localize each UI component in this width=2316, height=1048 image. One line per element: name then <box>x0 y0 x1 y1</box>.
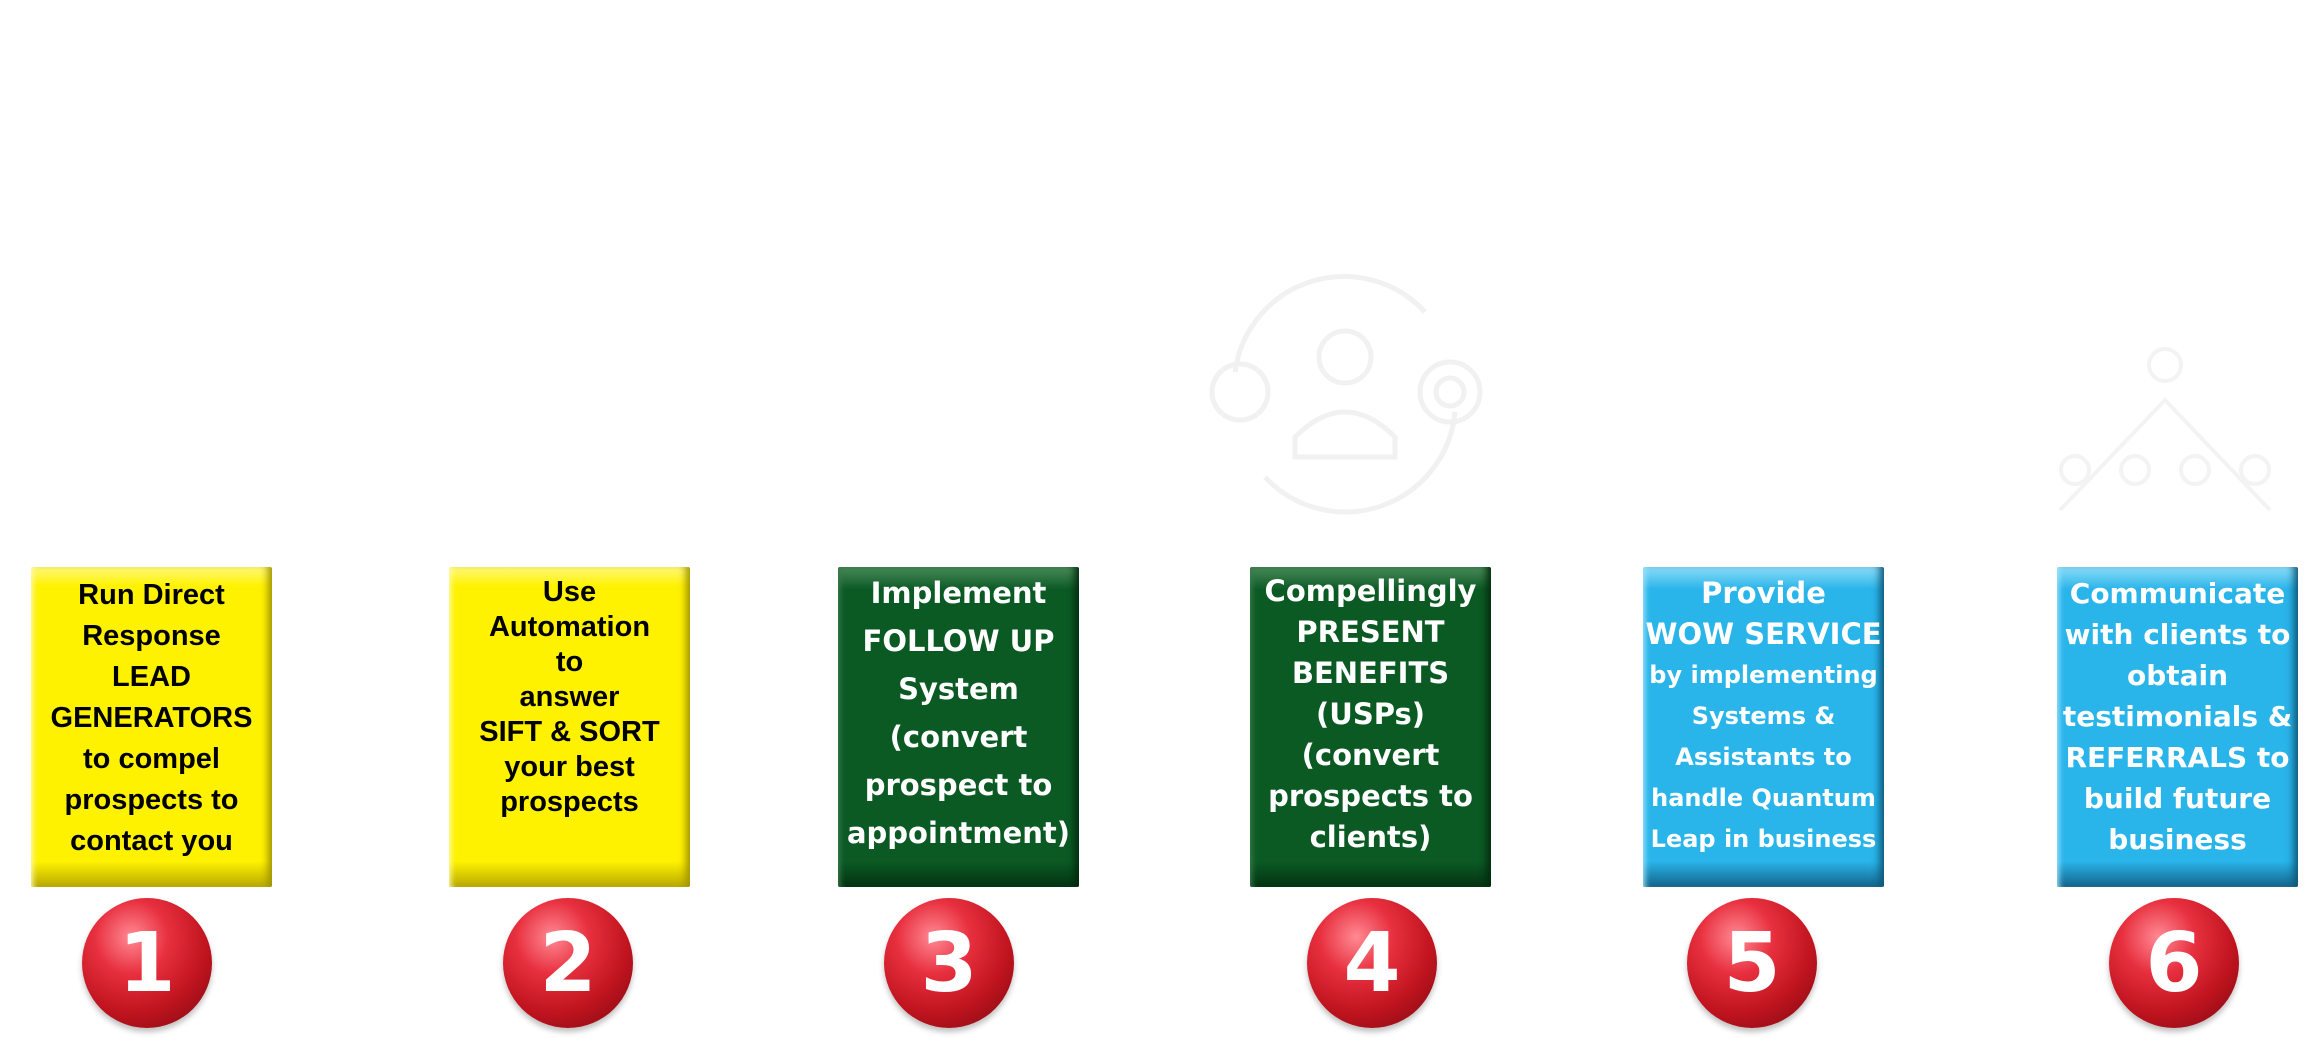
step-3-line-4: (convert <box>889 720 1028 754</box>
step-4-line-6: prospects to <box>1268 779 1473 813</box>
customer-cycle-icon <box>1209 274 1483 515</box>
step-1-badge: 1 <box>82 898 212 1028</box>
step-6-line-5: REFERRALS to <box>2065 741 2290 774</box>
step-4-line-1: Compellingly <box>1264 574 1477 608</box>
step-6-line-4: testimonials & <box>2062 700 2293 733</box>
step-6-line-3: obtain <box>2126 659 2229 692</box>
step-3-line-3: System <box>898 672 1019 706</box>
step-6-card: Communicate with clients to obtain testi… <box>2057 567 2298 887</box>
step-4-line-4: (USPs) <box>1316 697 1425 731</box>
step-5-line-1: Provide <box>1701 576 1826 610</box>
step-4-badge: 4 <box>1307 898 1437 1028</box>
step-5-line-2: WOW SERVICE <box>1645 617 1882 651</box>
step-1-line-2: Response <box>82 620 221 652</box>
step-1-line-5: to compel <box>83 743 220 775</box>
step-1-line-4: GENERATORS <box>50 702 253 734</box>
step-2-line-6: your best <box>504 751 635 783</box>
step-5-line-7: Leap in business <box>1650 825 1877 853</box>
step-3-line-2: FOLLOW UP <box>862 624 1055 658</box>
step-3-badge: 3 <box>884 898 1014 1028</box>
step-2-line-1: Use <box>542 576 597 608</box>
step-5-line-4: Systems & <box>1691 702 1836 730</box>
step-2-line-2: Automation <box>488 611 651 643</box>
step-2-line-7: prospects <box>500 786 639 818</box>
step-3-line-6: appointment) <box>846 816 1071 850</box>
step-6-line-1: Communicate <box>2069 577 2286 610</box>
step-2-card: Use Automation to answer SIFT & SORT you… <box>449 567 690 887</box>
step-5-line-5: Assistants to <box>1675 743 1852 771</box>
step-6-badge: 6 <box>2109 898 2239 1028</box>
step-6-line-6: build future <box>2083 782 2272 815</box>
step-5-line-3: by implementing <box>1649 661 1878 689</box>
step-4-line-3: BENEFITS <box>1291 656 1450 690</box>
step-4-line-2: PRESENT <box>1296 615 1445 649</box>
step-2-badge: 2 <box>503 898 633 1028</box>
step-1-line-3: LEAD <box>112 661 191 693</box>
step-5-card: Provide WOW SERVICE by implementing Syst… <box>1643 567 1884 887</box>
step-1-line-6: prospects to <box>64 784 239 816</box>
step-4-line-5: (convert <box>1301 738 1440 772</box>
step-6-line-7: business <box>2108 823 2247 856</box>
step-3-card: Implement FOLLOW UP System (convert pros… <box>838 567 1079 887</box>
step-6-line-2: with clients to <box>2064 618 2291 651</box>
step-1-card: Run Direct Response LEAD GENERATORS to c… <box>31 567 272 887</box>
step-4-line-7: clients) <box>1309 820 1432 854</box>
referral-network-icon <box>2058 347 2272 512</box>
step-5-line-6: handle Quantum <box>1651 784 1876 812</box>
step-2-line-5: SIFT & SORT <box>479 716 660 748</box>
step-5-badge: 5 <box>1687 898 1817 1028</box>
step-2-line-4: answer <box>519 681 620 713</box>
step-2-line-3: to <box>555 646 584 678</box>
step-1-line-1: Run Direct <box>78 579 225 611</box>
step-1-line-7: contact you <box>70 825 233 857</box>
step-3-line-1: Implement <box>870 576 1047 610</box>
step-3-line-5: prospect to <box>864 768 1053 802</box>
step-4-card: Compellingly PRESENT BENEFITS (USPs) (co… <box>1250 567 1491 887</box>
